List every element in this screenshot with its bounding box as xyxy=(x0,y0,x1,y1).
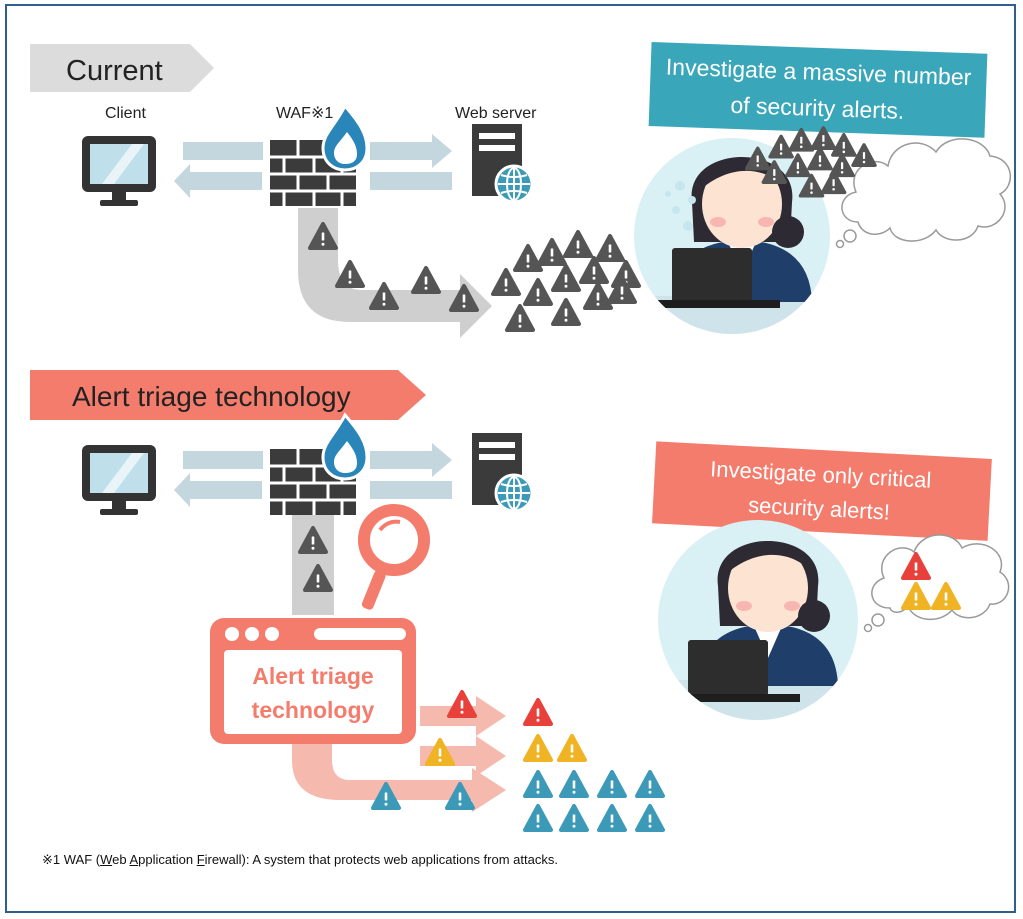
alert-icon xyxy=(551,264,581,292)
footnote-a: A xyxy=(129,852,139,867)
server-icon xyxy=(470,122,534,204)
triage-box-line2: technology xyxy=(252,697,375,723)
alert-icon xyxy=(551,298,581,326)
laptop-icon xyxy=(672,248,752,306)
triage-banner: Alert triage technology xyxy=(30,370,426,420)
footnote-eb: eb xyxy=(112,852,130,867)
laptop-icon xyxy=(688,640,768,696)
thought-cloud-icon xyxy=(744,126,1012,249)
web-server-label: Web server xyxy=(455,105,537,122)
monitor-icon xyxy=(82,445,156,515)
triage-box-line1: Alert triage xyxy=(252,663,373,689)
waf-label: WAF※1 xyxy=(276,105,333,122)
alert-icon xyxy=(563,230,593,258)
footnote-irewall: irewall xyxy=(204,852,242,867)
relaxed-operator-illustration xyxy=(658,520,858,720)
current-caption-line2: of security alerts. xyxy=(730,92,905,124)
footnote-w: W xyxy=(100,852,113,867)
alert-icon xyxy=(491,268,521,296)
magnifier-icon xyxy=(361,510,424,611)
footnote-prefix: ※1 WAF ( xyxy=(42,852,101,867)
flame-icon xyxy=(321,413,369,481)
alert-icon xyxy=(335,260,365,288)
current-caption-box: Investigate a massive number of security… xyxy=(648,42,988,138)
footnote-pplication: pplication xyxy=(138,852,197,867)
triage-banner-label: Alert triage technology xyxy=(72,381,351,412)
footnote: ※1 WAF (Web Application Firewall): A sys… xyxy=(42,852,558,868)
server-icon xyxy=(470,431,534,513)
alert-icon xyxy=(537,238,567,266)
current-banner-label: Current xyxy=(66,55,163,87)
alert-icon xyxy=(447,690,477,718)
footnote-f: F xyxy=(196,852,205,867)
triage-caption-box: Investigate only critical security alert… xyxy=(652,441,992,541)
traffic-arrows xyxy=(174,443,452,507)
footnote-suffix: ): A system that protects web applicatio… xyxy=(241,852,558,867)
browser-window-icon: Alert triage technology xyxy=(210,618,416,744)
sorted-alerts xyxy=(523,698,665,832)
monitor-icon xyxy=(82,136,156,206)
alert-icon xyxy=(411,266,441,294)
client-label: Client xyxy=(105,105,146,122)
alert-icon xyxy=(523,278,553,306)
thought-cloud-icon xyxy=(863,534,1010,633)
alert-icon xyxy=(583,282,613,310)
current-banner: Current xyxy=(30,44,214,92)
alert-flow-pipe xyxy=(298,208,492,338)
alert-icon xyxy=(513,244,543,272)
alert-icon xyxy=(595,234,625,262)
alert-icon xyxy=(505,304,535,332)
traffic-arrows xyxy=(174,134,452,198)
